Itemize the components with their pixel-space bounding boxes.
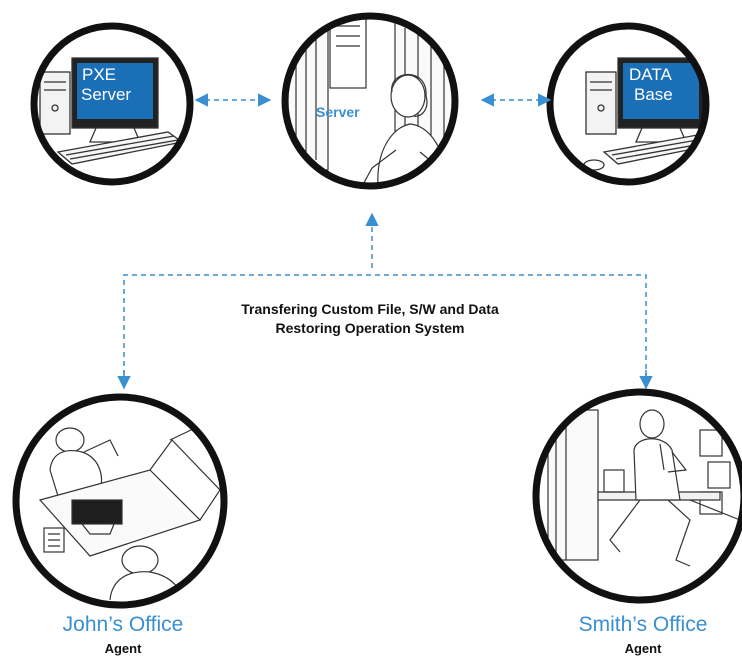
transfer-caption: Transfering Custom File, S/W and Data Re…	[160, 300, 580, 338]
transfer-caption-line1: Transfering Custom File, S/W and Data	[241, 301, 499, 317]
transfer-caption-line2: Restoring Operation System	[275, 320, 465, 336]
pxe-server-label-line2: Server	[81, 85, 131, 104]
connector-server-offices	[117, 212, 653, 390]
pxe-server-node	[30, 22, 194, 186]
server-node	[281, 12, 459, 190]
pxe-server-label-line1: PXE	[82, 65, 116, 84]
johns-office-role: Agent	[104, 641, 142, 656]
database-label-line1: DATA	[629, 65, 672, 84]
server-label: Server	[316, 104, 360, 120]
smiths-office-title: Smith’s Office	[578, 613, 708, 636]
smiths-office-role: Agent	[624, 641, 662, 656]
johns-office-title: John’s Office	[62, 613, 184, 636]
smiths-office-node	[532, 388, 742, 604]
database-label-line2: Base	[634, 85, 673, 104]
johns-office-node	[12, 393, 228, 609]
database-node	[546, 22, 710, 186]
